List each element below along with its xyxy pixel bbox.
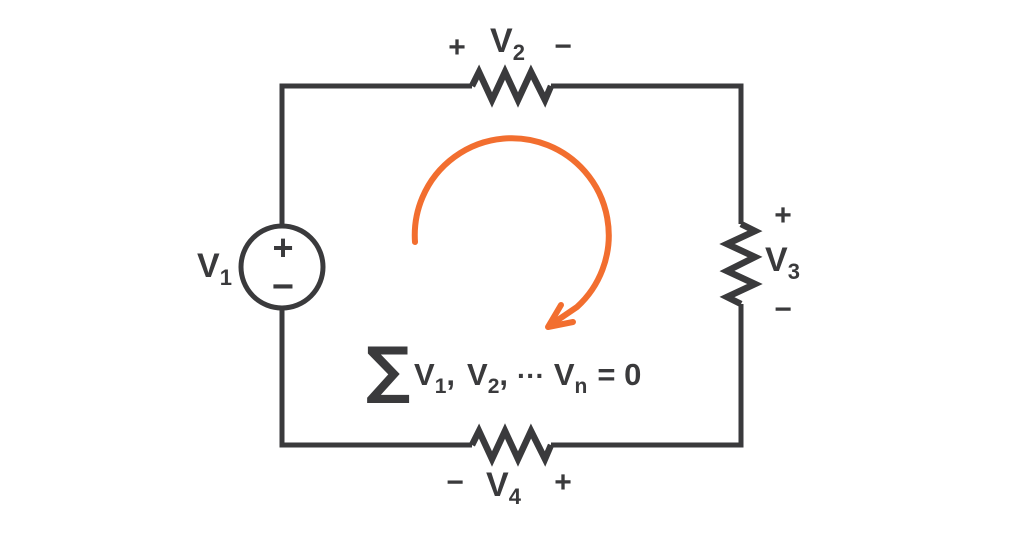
resistor-top-label: V2 — [490, 22, 525, 65]
resistor-right-plus: + — [774, 199, 792, 232]
loop-arrow-head-icon — [545, 302, 576, 330]
voltage-source-label-base: V — [197, 247, 220, 285]
resistor-right-minus: − — [774, 293, 792, 326]
formula-equals: = 0 — [597, 357, 641, 392]
formula-term2-sub: 2 — [488, 375, 500, 398]
resistor-right-label-sub: 3 — [788, 259, 800, 284]
resistor-top-zigzag — [469, 64, 554, 108]
formula-comma1: , — [446, 357, 455, 392]
formula-term1-sub: 1 — [435, 375, 447, 398]
formula-dots: ... — [517, 353, 545, 384]
resistor-right-label: V3 — [765, 241, 800, 284]
kvl-formula-sigma: ∑ — [366, 333, 411, 406]
resistor-top-plus: + — [448, 31, 466, 64]
resistor-top-label-base: V — [490, 22, 513, 60]
kvl-formula-expression: V1,V2,...Vn= 0 — [414, 353, 641, 398]
resistor-bottom-plus: + — [554, 466, 572, 499]
voltage-source-plus: + — [272, 227, 293, 268]
formula-termN-base: V — [554, 357, 575, 392]
resistor-bottom-label-base: V — [486, 466, 509, 504]
formula-comma2: , — [499, 357, 508, 392]
formula-term1-base: V — [414, 357, 435, 392]
voltage-source-label: V1 — [197, 247, 232, 290]
voltage-source-minus: − — [272, 266, 294, 308]
circuit-wires — [279, 83, 744, 448]
resistor-top-minus: − — [554, 30, 572, 63]
resistor-bottom-label: V4 — [486, 466, 522, 509]
resistor-right-zigzag — [719, 221, 763, 307]
voltage-source-label-sub: 1 — [220, 265, 232, 290]
voltage-source-circle — [238, 223, 326, 311]
resistor-top-label-sub: 2 — [513, 40, 525, 65]
formula-termN-sub: n — [575, 375, 588, 398]
resistor-right-label-base: V — [765, 241, 788, 279]
resistor-bottom-minus: − — [446, 466, 464, 499]
resistor-bottom-zigzag — [469, 423, 554, 467]
formula-term2-base: V — [467, 357, 488, 392]
resistor-bottom-label-sub: 4 — [509, 484, 522, 509]
loop-direction-arrow — [411, 135, 612, 329]
